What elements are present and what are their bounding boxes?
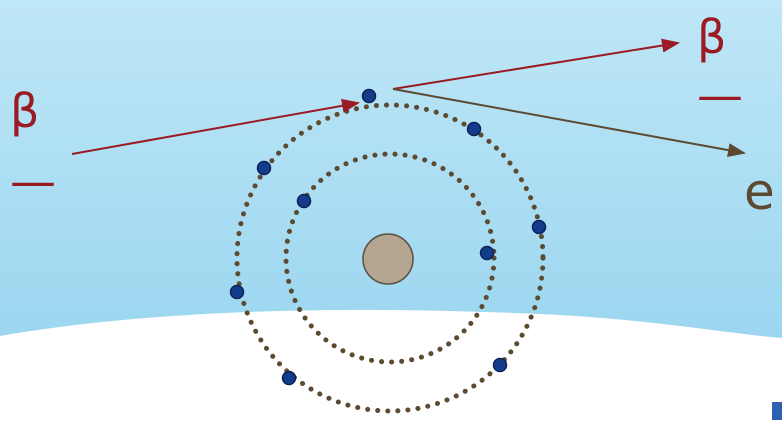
outer-electron-shell	[234, 102, 546, 414]
incoming-beta-charge: —	[10, 154, 56, 208]
white-foreground-band	[0, 309, 782, 420]
inner-electron	[296, 193, 312, 209]
inner-electron-shell	[283, 151, 497, 365]
outer-electron	[281, 370, 297, 386]
ejected-electron-path-arrow	[392, 88, 746, 158]
nucleus	[362, 233, 414, 285]
outer-electron	[361, 88, 377, 104]
outer-shell-electrons	[229, 88, 547, 386]
inner-electron	[479, 245, 495, 261]
corner-mark	[772, 402, 782, 420]
outer-electron	[492, 357, 508, 373]
scattered-beta-path-arrow	[392, 38, 680, 90]
outer-electron	[256, 160, 272, 176]
outer-electron	[531, 219, 547, 235]
incoming-beta-symbol: β	[10, 84, 40, 138]
outer-electron	[466, 121, 482, 137]
incoming-beta-path-arrow	[71, 98, 360, 155]
outer-electron	[229, 284, 245, 300]
inner-shell-electrons	[296, 193, 495, 261]
scattered-beta-charge: —	[697, 68, 743, 122]
ejected-electron-label: e	[744, 163, 775, 221]
scattered-beta-symbol: β	[697, 10, 727, 64]
